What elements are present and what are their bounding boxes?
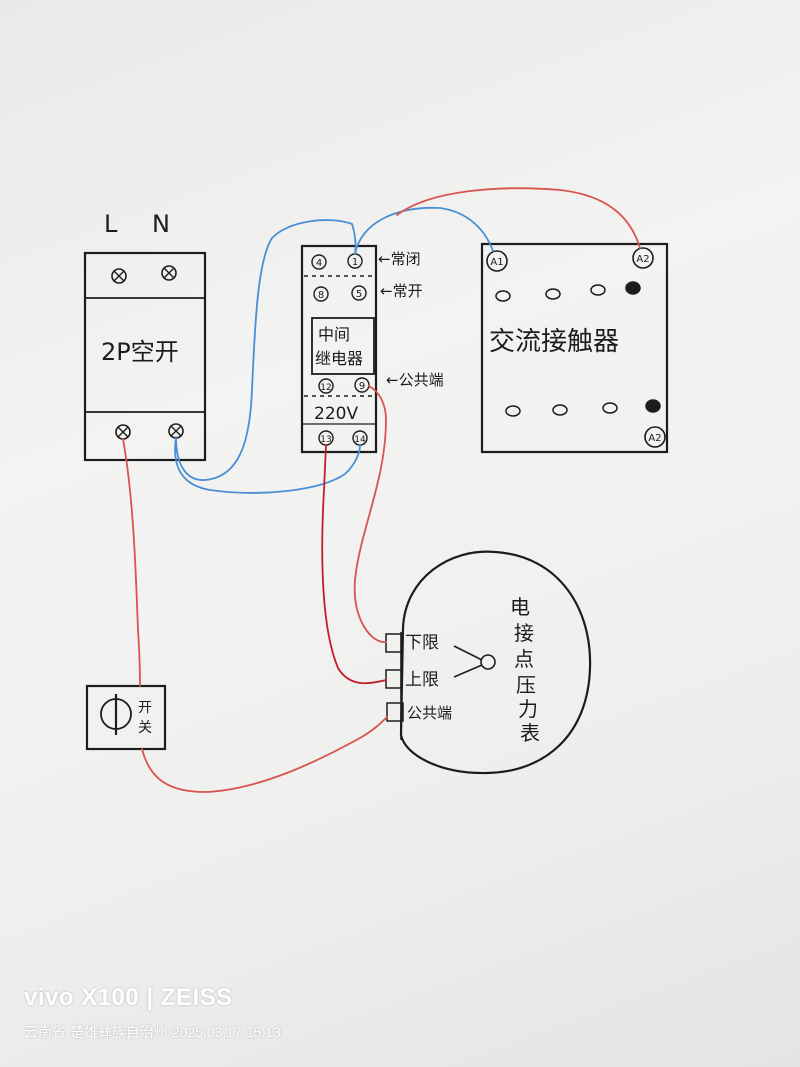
- contact-pressure-gauge: 下限 上限 公共端 电 接 点 压 力 表: [385, 550, 592, 775]
- switch-label-char: 关: [138, 720, 152, 736]
- ac-contactor: A1 A2 交流接触器 A2: [480, 242, 669, 454]
- contactor-contact: [552, 404, 568, 416]
- switch-body: [85, 684, 167, 751]
- breaker-screw-terminal: [115, 424, 131, 440]
- gauge-outline: [399, 550, 592, 775]
- relay-terminal-12: 12: [318, 378, 334, 394]
- relay-voltage-label: 220V: [314, 404, 358, 424]
- gauge-common-label: 公共端: [407, 704, 452, 722]
- gauge-title-char: 压: [516, 673, 536, 697]
- gauge-terminal-common: [386, 702, 404, 722]
- svg-text:8: 8: [318, 290, 324, 301]
- gauge-title-char: 力: [518, 697, 538, 721]
- blue-wire-relay-1-to-contactor-a1: [354, 206, 494, 255]
- contactor-terminal-a2-top: A2: [632, 247, 654, 269]
- blue-wire-neutral-to-relay-14: [174, 436, 361, 494]
- gauge-title-char: 点: [514, 647, 534, 671]
- contactor-contact: [545, 288, 561, 300]
- relay-terminal-9: 9: [354, 377, 370, 393]
- relay-name-line1: 中间: [318, 325, 350, 344]
- red-wire-breaker-L-to-switch: [122, 438, 141, 687]
- switch-label-char: 开: [138, 700, 152, 716]
- relay-terminal-8: 8: [313, 286, 329, 302]
- relay-terminal-1: 1: [347, 253, 363, 269]
- svg-text:13: 13: [320, 435, 331, 445]
- gauge-title-char: 电: [510, 595, 530, 619]
- red-wire-switch-to-gauge-common: [141, 716, 388, 793]
- breaker-screw-terminal: [111, 268, 127, 284]
- red-wire-relay-13-to-upper: [321, 444, 387, 685]
- contactor-contact: [505, 405, 521, 417]
- contactor-aux-contact: [645, 399, 661, 413]
- relay-body: [300, 244, 378, 454]
- breaker-label: 2P空开: [101, 338, 179, 366]
- relay-name-line2: 继电器: [315, 349, 363, 368]
- gauge-terminal-lower: [385, 633, 403, 653]
- contactor-label: 交流接触器: [489, 327, 619, 357]
- gauge-terminal-upper: [385, 669, 403, 689]
- relay-terminal-4: 4: [311, 254, 327, 270]
- gauge-lower-label: 下限: [405, 633, 439, 653]
- power-switch: 开 关: [85, 684, 167, 751]
- breaker-screw-terminal: [161, 265, 177, 281]
- breaker-L-label: L: [104, 210, 118, 238]
- svg-text:A1: A1: [490, 257, 503, 268]
- contactor-terminal-a2-bottom: A2: [644, 426, 666, 448]
- gauge-upper-label: 上限: [405, 670, 439, 690]
- contactor-aux-contact: [625, 281, 641, 295]
- intermediate-relay: 4 1 8 5 中间 继电器 12 9 220V 13 14 ←常闭 ←常开 ←…: [300, 244, 444, 454]
- relay-no-note: ←常开: [380, 282, 423, 300]
- svg-text:14: 14: [354, 435, 366, 445]
- relay-com-note: ←公共端: [386, 371, 444, 389]
- contactor-contact: [590, 284, 606, 296]
- svg-text:A2: A2: [648, 433, 661, 444]
- breaker-N-label: N: [152, 210, 170, 238]
- breaker-2p: L N 2P空开: [83, 210, 207, 462]
- svg-text:4: 4: [316, 258, 322, 269]
- svg-text:5: 5: [356, 289, 362, 300]
- relay-terminal-5: 5: [351, 285, 367, 301]
- breaker-body: [83, 251, 207, 462]
- camera-watermark-meta: 云南省 楚雄彝族自治州 2025.03.17 15:13: [24, 1024, 281, 1040]
- breaker-screw-terminal: [168, 423, 184, 439]
- red-wire-common-to-relay-9: [353, 385, 387, 643]
- svg-text:12: 12: [320, 383, 331, 393]
- gauge-title-char: 接: [514, 621, 534, 645]
- contactor-body: [480, 242, 669, 454]
- contactor-contact: [495, 290, 511, 302]
- svg-text:A2: A2: [636, 254, 649, 265]
- svg-text:9: 9: [359, 381, 365, 392]
- contactor-contact: [602, 402, 618, 414]
- gauge-pivot: [480, 654, 496, 670]
- contactor-terminal-a1: A1: [486, 250, 508, 272]
- gauge-needle-lower: [453, 645, 483, 661]
- blue-wire-neutral-to-relay-1: [175, 219, 357, 481]
- relay-terminal-14: 14: [352, 430, 368, 446]
- gauge-title-char: 表: [520, 721, 540, 745]
- relay-name-box: [311, 317, 375, 375]
- wires: [122, 187, 641, 793]
- red-wire-relay-9-to-contactor-a2: [396, 187, 641, 249]
- gauge-needle-upper: [453, 664, 483, 678]
- relay-nc-note: ←常闭: [378, 250, 421, 268]
- camera-watermark-brand: vivo X100 | ZEISS: [24, 984, 233, 1011]
- relay-terminal-13: 13: [318, 430, 334, 446]
- svg-text:1: 1: [352, 257, 358, 268]
